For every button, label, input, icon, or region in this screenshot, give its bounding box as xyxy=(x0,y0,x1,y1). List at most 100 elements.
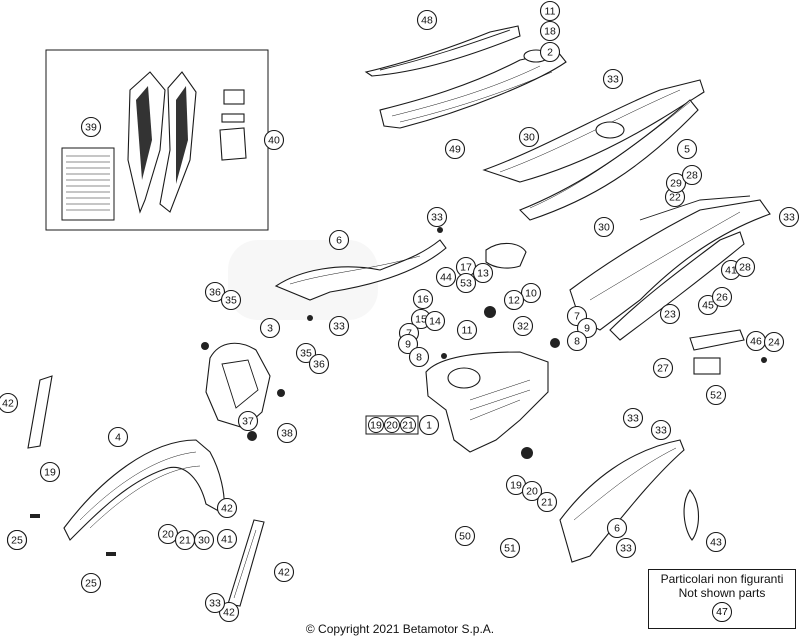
callout-number: 42 xyxy=(223,607,235,619)
callout-number: 27 xyxy=(657,363,669,375)
fork-guard-right xyxy=(227,519,265,607)
callout-33: 33 xyxy=(615,537,637,559)
callout-14: 14 xyxy=(424,310,446,332)
callout-number: 6 xyxy=(336,235,342,247)
callout-number: 25 xyxy=(11,535,23,547)
callout-2: 2 xyxy=(539,41,561,63)
callout-number: 7 xyxy=(406,328,412,340)
callout-48: 48 xyxy=(416,9,438,31)
front-fender xyxy=(63,439,225,541)
callout-51: 51 xyxy=(499,537,521,559)
callout-number: 33 xyxy=(209,598,221,610)
callout-group-item-21: 21 xyxy=(402,420,414,432)
callout-group-item-20: 20 xyxy=(386,420,398,432)
callout-16: 16 xyxy=(412,288,434,310)
callout-number: 23 xyxy=(664,309,676,321)
side-number-plate-upper xyxy=(274,239,447,301)
fork-guard-left xyxy=(27,375,53,449)
callout-number: 36 xyxy=(209,287,221,299)
callout-33: 33 xyxy=(650,419,672,441)
callout-30: 30 xyxy=(193,529,215,551)
sticker-kit-inset xyxy=(45,49,269,231)
callout-20: 20 xyxy=(157,523,179,545)
callout-4: 4 xyxy=(107,426,129,448)
callout-28: 28 xyxy=(681,164,703,186)
callout-number: 18 xyxy=(544,26,556,38)
callout-number: 28 xyxy=(686,170,698,182)
callout-33: 33 xyxy=(204,592,226,614)
callout-number: 16 xyxy=(417,294,429,306)
callout-number: 39 xyxy=(85,122,97,134)
callout-number: 38 xyxy=(281,428,293,440)
callout-44: 44 xyxy=(435,266,457,288)
callout-number: 29 xyxy=(670,178,682,190)
callout-41: 41 xyxy=(216,528,238,550)
callout-number: 17 xyxy=(460,262,472,274)
callout-number: 43 xyxy=(710,537,722,549)
callout-18: 18 xyxy=(539,20,561,42)
callout-11: 11 xyxy=(456,319,478,341)
callout-21: 21 xyxy=(174,529,196,551)
callout-number: 5 xyxy=(684,144,690,156)
callout-25: 25 xyxy=(80,572,102,594)
callout-number: 7 xyxy=(574,311,580,323)
callout-32: 32 xyxy=(512,315,534,337)
callout-33: 33 xyxy=(602,68,624,90)
callout-number: 33 xyxy=(627,413,639,425)
callout-number: 52 xyxy=(710,390,722,402)
callout-number: 11 xyxy=(545,6,556,18)
fuel-cap xyxy=(485,242,527,269)
callout-number: 33 xyxy=(783,212,795,224)
callout-number: 51 xyxy=(504,543,516,555)
strap xyxy=(683,489,700,541)
callout-number: 53 xyxy=(460,278,472,290)
callout-42: 42 xyxy=(0,392,19,414)
callout-number: 41 xyxy=(221,534,233,546)
callout-number: 14 xyxy=(429,316,441,328)
callout-10: 10 xyxy=(520,282,542,304)
callout-number: 33 xyxy=(655,425,667,437)
callout-number: 12 xyxy=(508,295,520,307)
callout-19: 19 xyxy=(39,461,61,483)
note-part-number: 47 xyxy=(712,602,732,622)
headlight-mask xyxy=(205,342,271,429)
callout-13: 13 xyxy=(472,262,494,284)
callout-number: 42 xyxy=(278,567,290,579)
callout-38: 38 xyxy=(276,422,298,444)
callout-49: 49 xyxy=(444,138,466,160)
callout-number: 33 xyxy=(333,321,345,333)
callout-33: 33 xyxy=(426,206,448,228)
callout-number: 2 xyxy=(547,47,553,59)
callout-number: 20 xyxy=(526,486,538,498)
callout-number: 50 xyxy=(459,531,471,543)
callout-30: 30 xyxy=(593,216,615,238)
callout-23: 23 xyxy=(659,303,681,325)
callout-42: 42 xyxy=(218,601,240,623)
callout-number: 33 xyxy=(431,212,443,224)
callout-33: 33 xyxy=(328,315,350,337)
callout-number: 45 xyxy=(702,300,714,312)
callout-number: 11 xyxy=(462,325,473,337)
callout-5: 5 xyxy=(676,138,698,160)
callout-26: 26 xyxy=(711,286,733,308)
note-italian: Particolari non figuranti xyxy=(660,572,784,586)
callout-number: 42 xyxy=(2,398,14,410)
callout-42: 42 xyxy=(216,497,238,519)
callout-52: 52 xyxy=(705,384,727,406)
callout-number: 10 xyxy=(525,288,537,300)
callout-36: 36 xyxy=(204,281,226,303)
callout-number: 13 xyxy=(477,268,489,280)
callout-35: 35 xyxy=(295,342,317,364)
callout-6: 6 xyxy=(328,229,350,251)
callout-number: 28 xyxy=(739,262,751,274)
callout-43: 43 xyxy=(705,531,727,553)
callout-29: 29 xyxy=(665,172,687,194)
callout-42: 42 xyxy=(273,561,295,583)
callout-8: 8 xyxy=(566,330,588,352)
callout-number: 30 xyxy=(523,132,535,144)
callout-number: 20 xyxy=(162,529,174,541)
callout-number: 1 xyxy=(426,420,432,432)
